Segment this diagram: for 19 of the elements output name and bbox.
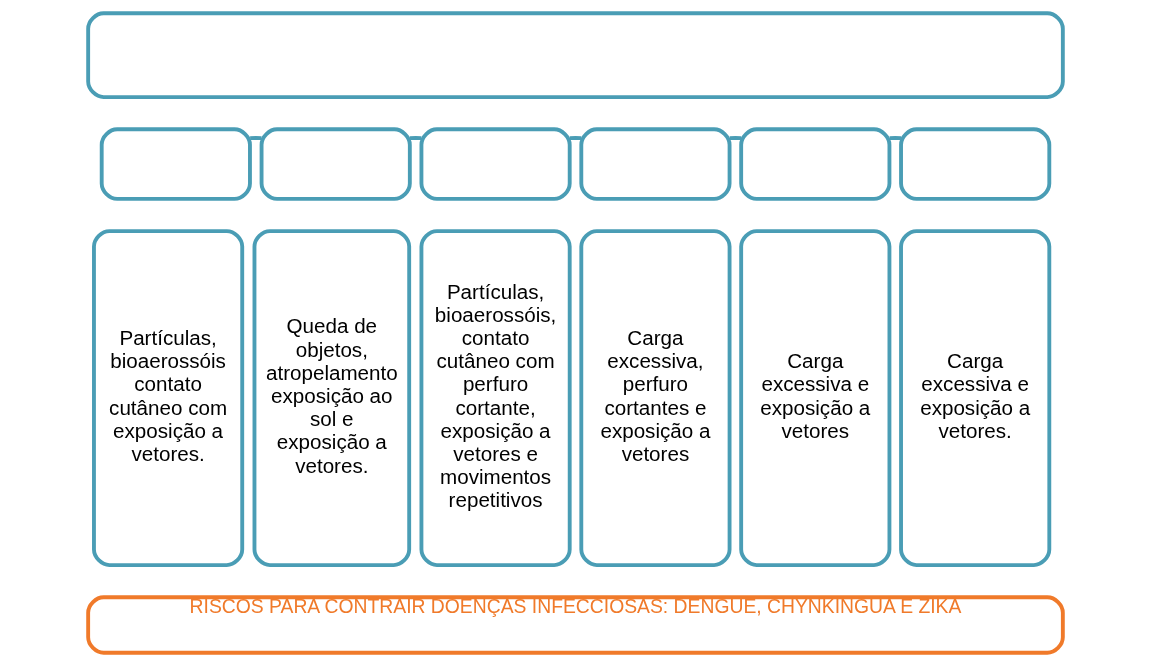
node-box (86, 11, 1065, 99)
connector (409, 136, 422, 141)
node-box: Partículas, bioaerossóis contato cutâneo com exposição a vetores. (92, 229, 245, 567)
connector (729, 136, 742, 141)
node-box (419, 127, 572, 201)
connector (250, 136, 262, 141)
node-box (899, 127, 1052, 201)
node-box: Queda de objetos, atropelamento exposição ao sol e exposição a vetores. (252, 229, 412, 567)
node-box (579, 127, 732, 201)
node-box (259, 127, 412, 201)
node-box: Carga excessiva e exposição a vetores. (899, 229, 1052, 567)
node-box: Carga excessiva e exposição a vetores (739, 229, 892, 567)
connector (569, 136, 582, 141)
connector (889, 136, 902, 141)
node-box (99, 127, 252, 201)
node-box: RISCOS PARA CONTRAIR DOENÇAS INFECCIOSAS: DENGUE, CHYNKINGUA E ZIKA (86, 595, 1065, 655)
node-box: Carga excessiva, perfuro cortantes e exposição a vetores (579, 229, 732, 567)
node-box: Partículas, bioaerossóis, contato cutâneo com perfuro cortante, exposição a vetores e movimentos repetitivos (419, 229, 572, 567)
node-box (739, 127, 892, 201)
